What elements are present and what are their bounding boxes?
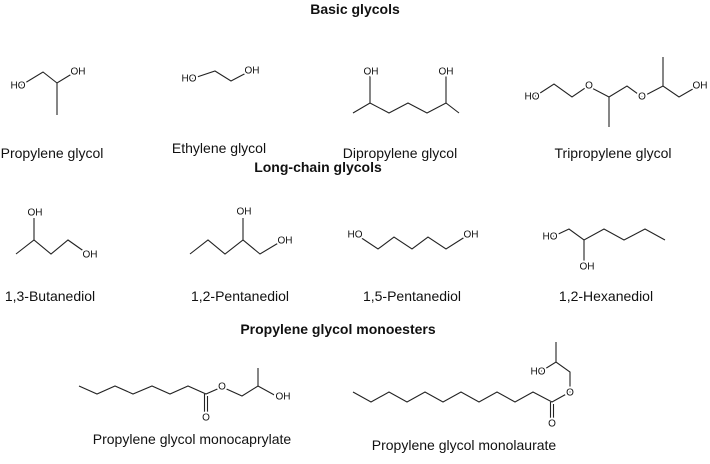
structure-1-3-butanediol: OH OH [15,206,100,263]
caption-1-3-butanediol: 1,3-Butanediol [5,288,95,304]
caption-pg-monolaurate: Propylene glycol monolaurate [372,437,557,453]
structure-ethylene-glycol: HO OH [180,64,262,87]
section-title-basic-glycols: Basic glycols [310,1,400,17]
section-title-monoesters: Propylene glycol monoesters [240,321,435,337]
caption-tripropylene-glycol: Tripropylene glycol [555,145,672,161]
atom-label: OH [83,250,98,261]
atom-label: OH [464,230,479,241]
structure-dipropylene-glycol: OH OH [352,65,460,114]
caption-propylene-glycol: Propylene glycol [1,145,104,161]
atom-label: O [638,92,646,103]
atom-label: HO [525,92,540,103]
atom-label: OH [693,81,708,92]
atom-label: OH [580,262,595,273]
structure-pg-monocaprylate: O O OH [78,368,293,426]
structure-1-5-pentanediol: HO OH [346,228,481,250]
atom-label: OH [364,67,379,78]
caption-1-5-pentanediol: 1,5-Pentanediol [363,288,461,304]
atom-label: O [218,382,226,393]
atom-label: OH [245,66,260,77]
caption-1-2-pentanediol: 1,2-Pentanediol [191,288,289,304]
structure-1-2-hexanediol: HO OH [541,228,666,275]
atom-label: HO [11,81,26,92]
caption-1-2-hexanediol: 1,2-Hexanediol [559,288,653,304]
atom-label: HO [348,230,363,241]
caption-pg-monocaprylate: Propylene glycol monocaprylate [93,431,292,447]
caption-dipropylene-glycol: Dipropylene glycol [343,145,457,161]
atom-label: HO [182,74,197,85]
structure-tripropylene-glycol: HO O O OH [523,57,710,127]
atom-label: OH [276,392,291,403]
atom-label: OH [278,236,293,247]
structure-propylene-glycol: HO OH [9,65,88,115]
atom-label: O [548,419,556,430]
atom-label: O [566,388,574,399]
atom-label: O [585,81,593,92]
atom-label: O [202,413,210,424]
atom-label: OH [28,208,43,219]
caption-ethylene-glycol: Ethylene glycol [172,140,266,156]
structure-1-2-pentanediol: OH OH [189,205,295,255]
structure-pg-monolaurate: HO O O [352,342,576,432]
atom-label: HO [531,367,546,378]
section-title-long-chain-glycols: Long-chain glycols [254,159,382,175]
atom-label: OH [71,67,86,78]
atom-label: OH [237,207,252,218]
atom-label: HO [543,232,558,243]
atom-label: OH [439,67,454,78]
